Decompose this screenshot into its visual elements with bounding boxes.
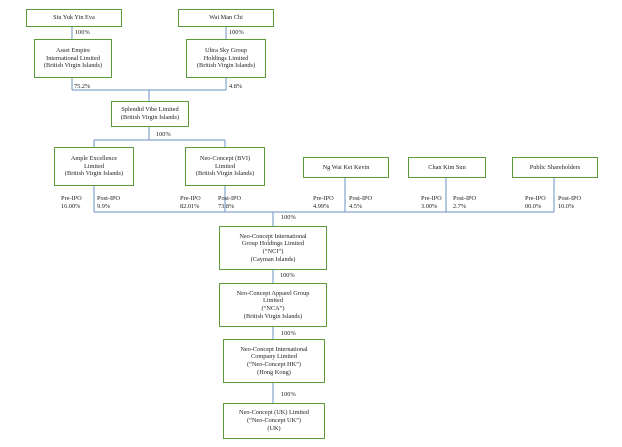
pct-nci-to-nca: 100% [280,272,295,279]
public-shareholders-box: Public Shareholders [512,157,598,178]
pre-ipo-value: 16.00% [61,202,81,210]
entity-line: Asset Empire [55,46,91,54]
entity-line: (British Virgin Islands) [120,114,180,121]
entity-line: Neo-Concept (UK) Limited [239,409,309,417]
entity-line: Neo-Concept International [240,345,308,353]
post-ipo-value: 2.7% [453,202,467,210]
entity-line: Neo-Concept (BVI) [199,154,251,162]
entity-line: Splendid Vibe Limited [121,106,179,114]
pct-bus-to-nci: 100% [281,214,296,221]
entity-line: (British Virgin Islands) [195,170,255,178]
pre-ipo-label: Pre-IPO [61,195,82,202]
post-ipo-label: Post-IPO [218,195,242,202]
ample-post-ipo: Post-IPO 9.9% [97,195,120,211]
post-ipo-value: 73.8% [218,202,235,210]
pct-nca-to-hk: 100% [281,330,296,337]
pre-ipo-label: Pre-IPO [180,195,201,202]
post-ipo-label: Post-IPO [453,195,477,202]
post-ipo-value: 9.9% [97,202,111,210]
pct-ultra-to-splendid: 4.8% [229,83,243,90]
pre-ipo-label: Pre-IPO [313,195,334,202]
post-ipo-label: Post-IPO [97,195,121,202]
entity-line: International Limited [46,54,100,62]
ultra-sky-box: Ultra Sky Group Holdings Limited (Britis… [186,39,266,78]
entity-line: (British Virgin Islands) [64,170,124,178]
pct-wai-to-ultra: 100% [229,29,244,36]
neo-concept-hk-box: Neo-Concept International Company Limite… [223,339,325,383]
chan-pre-ipo: Pre-IPO 3.00% [421,195,442,211]
nca-box: Neo-Concept Apparel Group Limited (“NCA”… [219,283,327,327]
entity-line: (Hong Kong) [257,368,291,376]
entity-line: (British Virgin Islands) [196,62,256,70]
entity-line: Group Holdings Limited [241,240,305,248]
entity-line: (Cayman Islands) [250,255,296,263]
entity-line: (British Virgin Islands) [243,312,303,320]
neo-bvi-post-ipo: Post-IPO 73.8% [218,195,241,211]
neo-concept-uk-box: Neo-Concept (UK) Limited (“Neo-Concept U… [223,403,325,439]
post-ipo-value: 4.5% [349,202,363,210]
siu-yuk-yin-eva-box: Siu Yuk Yin Eva [26,9,122,27]
public-post-ipo: Post-IPO 10.0% [558,195,581,211]
ng-pre-ipo: Pre-IPO 4.99% [313,195,334,211]
pre-ipo-label: Pre-IPO [421,195,442,202]
pct-asset-to-splendid: 75.2% [74,83,91,90]
post-ipo-label: Post-IPO [558,195,582,202]
splendid-vibe-box: Splendid Vibe Limited (British Virgin Is… [111,101,189,127]
pct-splendid-to-subs: 100% [156,131,171,138]
pre-ipo-value: 4.99% [313,202,330,210]
entity-line: (“NCI”) [262,248,284,255]
entity-line: Limited [215,162,235,170]
wai-man-chi-box: Wai Man Chi [178,9,274,27]
entity-line: Neo-Concept International [239,232,307,240]
public-pre-ipo: Pre-IPO 00.0% [525,195,546,211]
post-ipo-label: Post-IPO [349,195,373,202]
entity-line: Ng Wai Kei Kevin [322,163,370,171]
entity-line: Limited [263,297,283,305]
post-ipo-value: 10.0% [558,202,575,210]
entity-line: (“NCA”) [261,305,285,312]
entity-line: Neo-Concept Apparel Group [236,289,310,297]
entity-line: Limited [84,162,104,170]
entity-line: (British Virgin Islands) [43,62,103,70]
ample-pre-ipo: Pre-IPO 16.00% [61,195,82,211]
pre-ipo-value: 00.0% [525,202,542,210]
entity-line: (UK) [267,424,281,432]
entity-line: (“Neo-Concept UK”) [246,417,302,425]
pct-siu-to-asset: 100% [75,29,90,36]
asset-empire-box: Asset Empire International Limited (Brit… [34,39,112,78]
chan-kim-sun-box: Chan Kim Sun [408,157,486,178]
nci-box: Neo-Concept International Group Holdings… [219,226,327,270]
pct-hk-to-uk: 100% [281,391,296,398]
ng-post-ipo: Post-IPO 4.5% [349,195,372,211]
ample-excellence-box: Ample Excellence Limited (British Virgin… [54,147,134,186]
entity-line: Wai Man Chi [209,14,243,22]
entity-line: Siu Yuk Yin Eva [53,14,95,22]
ng-wai-kei-kevin-box: Ng Wai Kei Kevin [303,157,389,178]
neo-bvi-pre-ipo: Pre-IPO 82.01% [180,195,201,211]
entity-line: Company Limited [251,353,297,361]
pre-ipo-label: Pre-IPO [525,195,546,202]
pre-ipo-value: 3.00% [421,202,438,210]
entity-line: (“Neo-Concept HK”) [246,361,302,368]
neo-concept-bvi-box: Neo-Concept (BVI) Limited (British Virgi… [185,147,265,186]
entity-line: Public Shareholders [529,163,581,171]
entity-line: Chan Kim Sun [428,163,466,171]
entity-line: Ample Excellence [70,154,118,162]
entity-line: Ultra Sky Group [205,46,247,54]
chan-post-ipo: Post-IPO 2.7% [453,195,476,211]
entity-line: Holdings Limited [203,54,249,62]
pre-ipo-value: 82.01% [180,202,200,210]
